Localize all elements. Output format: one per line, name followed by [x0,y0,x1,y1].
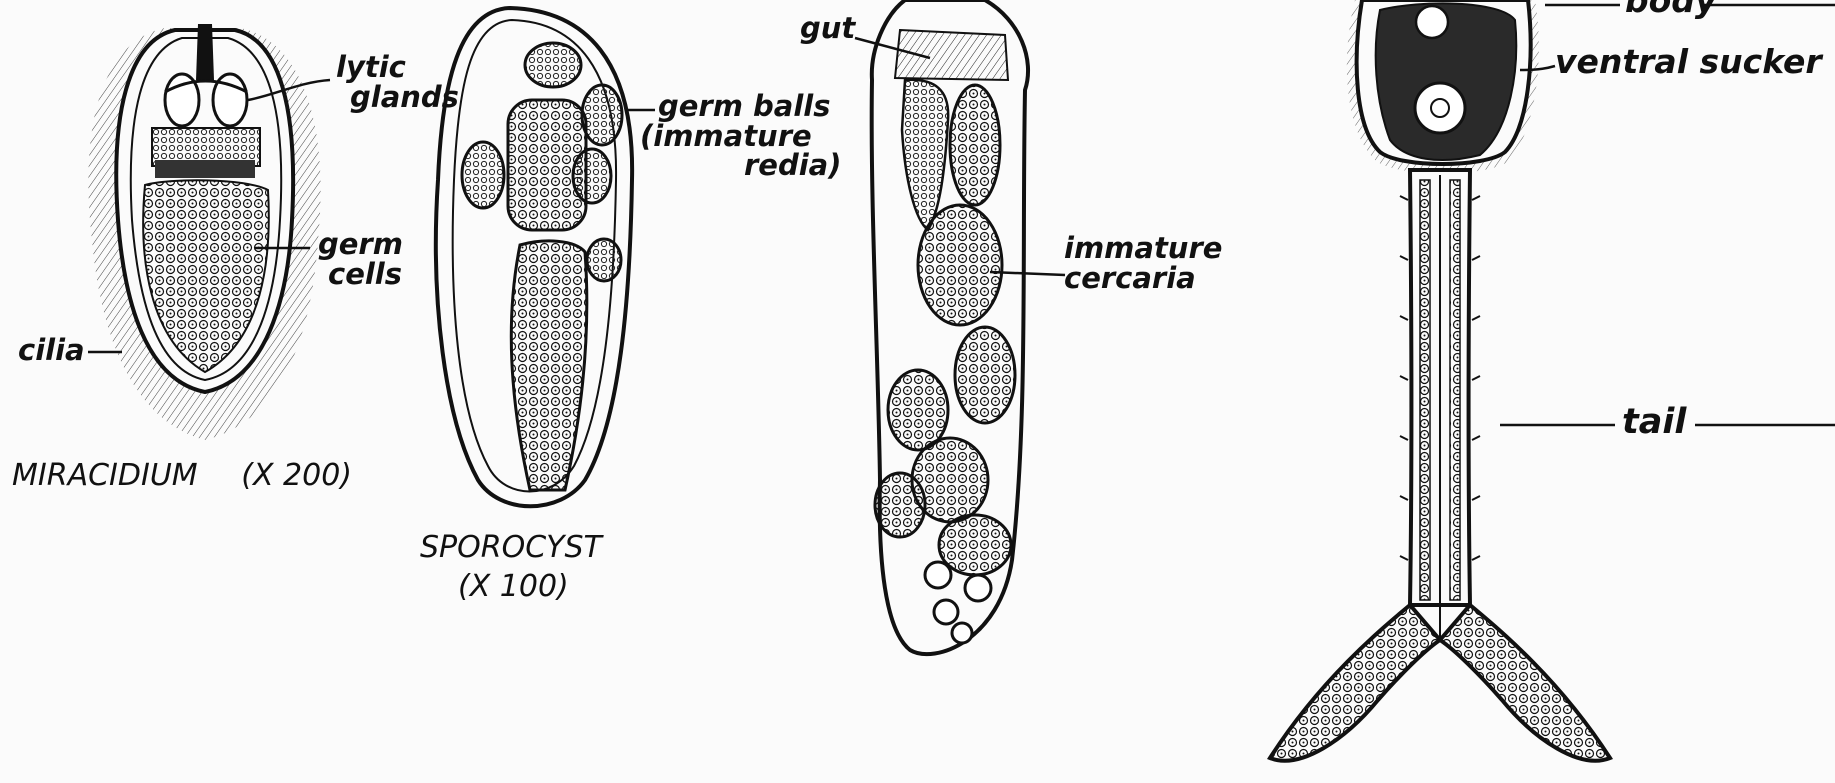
label-lytic-glands: lytic glands [336,53,459,112]
germ-ball [462,142,504,208]
label-cilia: cilia [18,336,85,366]
label-germ-balls: germ balls (immature redia) [640,92,842,181]
miracidium-drawing [88,24,320,440]
label-glands: glands [350,83,459,113]
label-germ-balls-line3: redia) [744,151,842,181]
sporocyst-caption: SPOROCYST (X 100) [420,530,602,604]
label-tail: tail [1622,405,1686,441]
immature-redia-upper [508,100,586,230]
tail-furca-right [1440,605,1610,761]
miracidium-caption: MIRACIDIUM (X 200) [12,458,352,493]
label-cercaria: cercaria [1064,264,1222,294]
label-lytic: lytic [336,53,459,83]
germ-ball [582,85,622,145]
miracidium-caption-scale: (X 200) [241,458,352,493]
sporocyst-caption-name: SPOROCYST [420,530,602,565]
immature-cercaria [918,205,1002,325]
germ-ball [587,239,621,281]
germ-ball [525,43,581,87]
label-cells: cells [328,260,403,290]
immature-cercaria [950,85,1000,205]
sporocyst-caption-scale: (X 100) [458,569,602,604]
label-immature-cercaria: immature cercaria [1064,234,1222,293]
label-ventral-sucker: ventral sucker [1555,45,1822,79]
label-germ: germ [318,230,403,260]
immature-cercaria [888,370,948,450]
label-body: body [1625,0,1716,18]
immature-cercaria [875,473,925,537]
tail-furca-left [1270,605,1440,761]
label-germ-cells: germ cells [318,230,403,289]
label-germ-balls-line1: germ balls [658,92,842,122]
redia-drawing [872,0,1028,654]
label-gut: gut [800,14,855,44]
ventral-sucker [1415,83,1465,133]
label-germ-balls-line2: (immature [640,122,842,152]
sporocyst-drawing [436,8,632,506]
immature-cercaria [939,515,1011,575]
label-immature: immature [1064,234,1222,264]
cercaria-drawing [1270,0,1610,761]
miracidium-caption-name: MIRACIDIUM [12,458,198,493]
immature-cercaria [955,327,1015,423]
